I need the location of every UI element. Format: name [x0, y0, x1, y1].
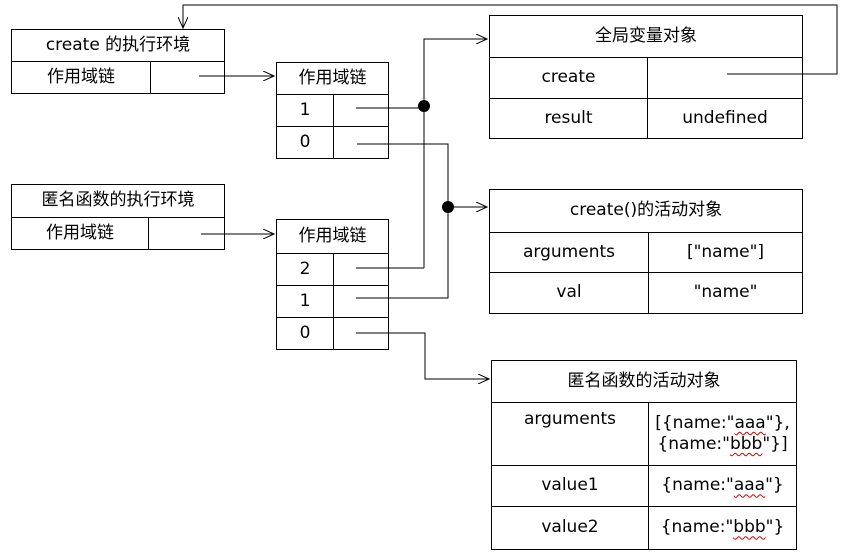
global-junction-dot — [418, 100, 430, 112]
global-object-title: 全局变量对象 — [595, 25, 697, 46]
anon-scope-chain-slot — [333, 285, 388, 317]
create-scope-chain-index: 0 — [277, 126, 333, 158]
anon-scope-chain: 作用域链 2 1 0 — [276, 219, 389, 350]
anon-activation-value: {name:"aaa"} — [648, 465, 796, 506]
create-activation-trunk-arrow — [356, 143, 449, 299]
anon-activation-name: value2 — [492, 506, 648, 549]
anon-scope-0-to-anon-activation-arrow — [356, 332, 489, 379]
global-object-value: undefined — [647, 98, 802, 138]
anon-context-title: 匿名函数的执行环境 — [41, 190, 195, 211]
create-scope-chain-title: 作用域链 — [298, 67, 367, 88]
anon-context-scope-chain-label: 作用域链 — [12, 217, 148, 249]
anon-scope-chain-index: 1 — [277, 285, 333, 317]
global-create-to-create-context-arrow — [183, 4, 838, 75]
create-context-scope-chain-pointer — [150, 61, 224, 93]
create-activation-name: val — [490, 272, 648, 313]
create-scope-chain-slot — [333, 94, 388, 126]
anon-execution-context: 匿名函数的执行环境 作用域链 — [11, 184, 225, 250]
create-activation-junction-dot — [442, 201, 454, 213]
anon-scope-chain-slot — [333, 317, 388, 349]
anon-context-scope-chain-pointer — [148, 217, 224, 249]
anon-activation-name: value1 — [492, 465, 648, 506]
create-scope-chain: 作用域链 1 0 — [276, 62, 389, 159]
global-object-name: result — [490, 98, 647, 138]
anon-activation-object: 匿名函数的活动对象 arguments [{name:"aaa"}, {name… — [491, 360, 797, 550]
create-activation-name: arguments — [490, 232, 648, 272]
create-context-title: create 的执行环境 — [45, 34, 191, 55]
create-scope-chain-index: 1 — [277, 94, 333, 126]
anon-arguments-line-2: {name:"bbb"}] — [657, 434, 788, 454]
anon-activation-name: arguments — [492, 402, 648, 465]
global-object-trunk-arrow — [423, 39, 487, 268]
global-object-value — [647, 57, 802, 98]
anon-arguments-line-1: [{name:"aaa"}, — [655, 412, 790, 433]
create-scope-chain-slot — [333, 126, 388, 158]
create-activation-value: ["name"] — [648, 232, 802, 272]
anon-scope-chain-index: 0 — [277, 317, 333, 349]
global-object-name: create — [490, 57, 647, 98]
anon-activation-title: 匿名函数的活动对象 — [567, 370, 721, 391]
create-context-scope-chain-label: 作用域链 — [12, 61, 150, 93]
anon-activation-value: [{name:"aaa"}, {name:"bbb"}] — [648, 402, 796, 465]
anon-scope-chain-title: 作用域链 — [298, 225, 367, 246]
anon-scope-chain-slot — [333, 253, 388, 285]
anon-scope-chain-index: 2 — [277, 253, 333, 285]
global-variable-object: 全局变量对象 create result undefined — [489, 15, 803, 139]
create-activation-title: create()的活动对象 — [569, 200, 723, 221]
anon-activation-value: {name:"bbb"} — [648, 506, 796, 549]
create-activation-object: create()的活动对象 arguments ["name"] val "na… — [489, 189, 803, 314]
create-activation-value: "name" — [648, 272, 802, 313]
create-execution-context: create 的执行环境 作用域链 — [11, 29, 225, 94]
